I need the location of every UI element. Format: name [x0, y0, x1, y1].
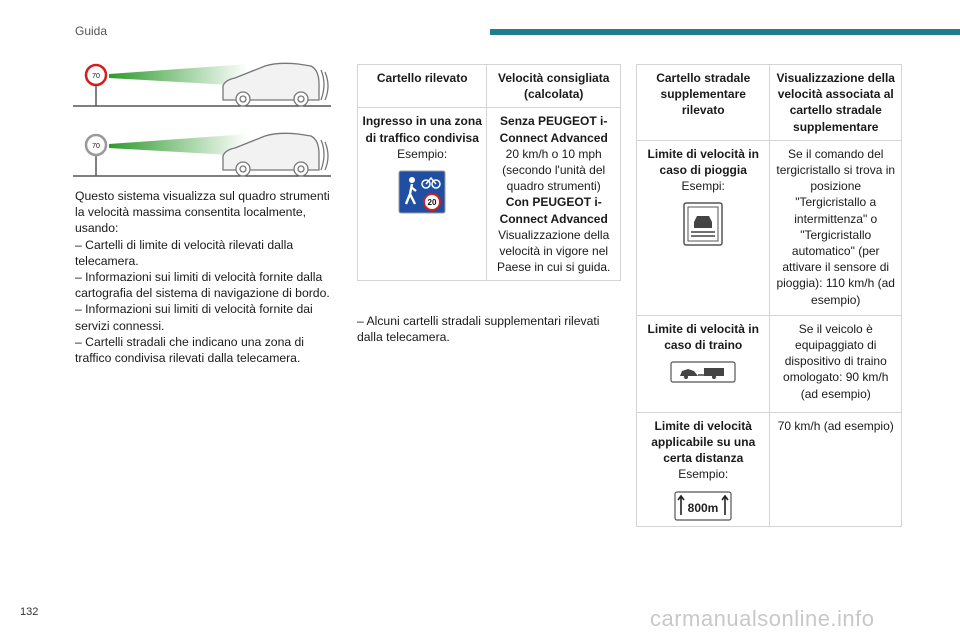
speed-sign-icon — [84, 63, 108, 87]
distance-sign-icon: 800m — [674, 491, 732, 521]
table-header: Velocità consigliata (calcolata) — [486, 63, 621, 109]
intro-text: Questo sistema visualizza sul quadro str… — [75, 188, 337, 366]
trailer-sign-icon — [670, 361, 736, 383]
intro-list-item: – Cartelli stradali che indicano una zon… — [75, 334, 304, 366]
rain-sign-icon — [683, 202, 723, 247]
intro-list-item: – Informazioni sui limiti di velocità fo… — [75, 270, 330, 301]
sign-value: 70 — [92, 73, 100, 80]
cell-example: Esempio: — [397, 146, 448, 161]
illustration-speed-sign-red: 70 — [73, 56, 331, 112]
cell-bold: Con PEUGEOT i-Connect Advanced — [499, 195, 608, 226]
header-accent-bar — [490, 29, 960, 35]
table-header: Cartello rilevato — [356, 63, 488, 109]
table-cell-sign: Limite di velocità applicabile su una ce… — [635, 411, 771, 527]
section-title: Guida — [75, 24, 108, 38]
intro-list-item: – Informazioni sui limiti di velocità fo… — [75, 302, 313, 333]
table-cell-sign: Limite di velocità in caso di traino — [635, 314, 771, 413]
cell-example: Esempio: — [678, 467, 729, 482]
illustration-speed-sign-grey: 70 — [73, 126, 331, 182]
car-icon — [222, 62, 329, 107]
table-header: Visualizzazione della velocità associata… — [769, 64, 902, 141]
cell-title: Limite di velocità applicabile su una ce… — [651, 418, 756, 466]
table-cell-sign: Ingresso in una zona di traffico condivi… — [356, 107, 488, 282]
shared-zone-table: Cartello rilevato Velocità consigliata (… — [356, 63, 621, 282]
table-cell-speed: Se il comando del tergicristallo si trov… — [769, 139, 902, 316]
table-cell-sign: Limite di velocità in caso di pioggia Es… — [635, 139, 771, 316]
speed-sign-icon — [84, 133, 108, 157]
watermark: carmanualsonline.info — [650, 606, 875, 631]
note-supplementary: – Alcuni cartelli stradali supplementari… — [357, 314, 600, 345]
supplementary-signs-table: Cartello stradale supplementare rilevato… — [635, 64, 902, 527]
shared-zone-sign-icon: 20 — [398, 170, 446, 214]
cell-text: Visualizzazione della velocità in vigore… — [496, 227, 611, 275]
table-header: Cartello stradale supplementare rilevato — [635, 64, 771, 141]
intro-list-item: – Cartelli di limite di velocità rilevat… — [75, 237, 294, 268]
cell-title: Limite di velocità in caso di pioggia — [647, 146, 759, 178]
table-cell-speed: Se il veicolo è equipaggiato di disposit… — [769, 314, 902, 413]
page-number: 132 — [20, 606, 39, 618]
table-cell-speed: 70 km/h (ad esempio) — [769, 411, 902, 527]
cell-title: Limite di velocità in caso di traino — [647, 321, 759, 353]
car-icon — [222, 132, 329, 177]
intro-paragraph: Questo sistema visualizza sul quadro str… — [75, 189, 330, 236]
cell-title: Ingresso in una zona di traffico condivi… — [362, 114, 482, 145]
sign-value: 800m — [688, 501, 719, 515]
sign-value: 70 — [92, 143, 100, 150]
table-cell-speed: Senza PEUGEOT i-Connect Advanced 20 km/h… — [486, 107, 621, 282]
cell-text: 20 km/h o 10 mph (secondo l'unità del qu… — [502, 146, 606, 194]
cell-bold: Senza PEUGEOT i-Connect Advanced — [499, 114, 608, 145]
sign-value: 20 — [428, 198, 437, 207]
cell-example: Esempi: — [681, 179, 725, 194]
